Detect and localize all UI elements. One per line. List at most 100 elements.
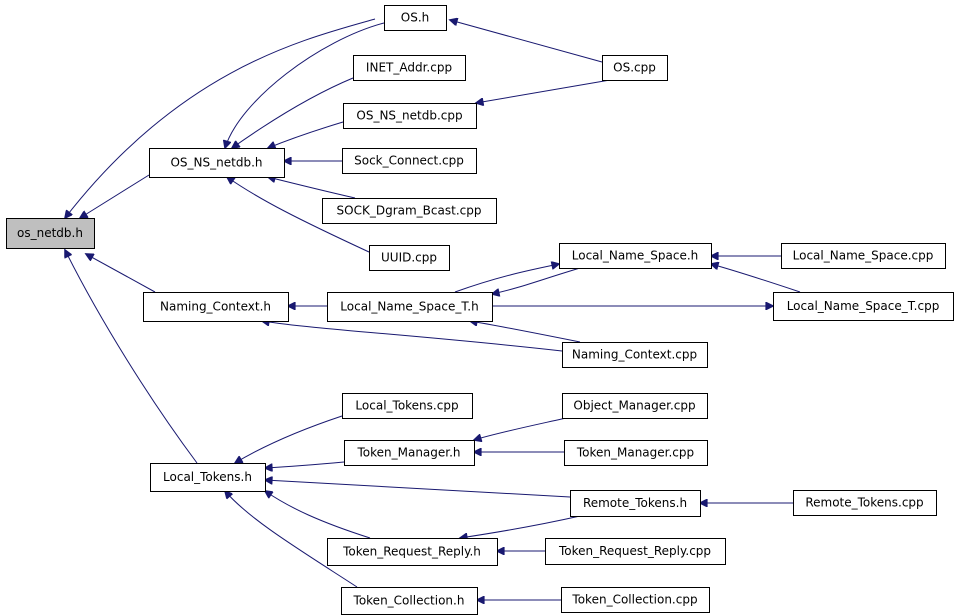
node-label: Token_Manager.h xyxy=(356,446,460,460)
node-box xyxy=(149,148,285,178)
node-label: UUID.cpp xyxy=(381,251,437,265)
node-box xyxy=(773,292,954,321)
node-label: Object_Manager.cpp xyxy=(573,399,695,413)
edge-OS_NS_netdb_h-to-os_netdb_h xyxy=(80,174,150,218)
node-OS_cpp[interactable]: OS.cpp xyxy=(602,55,668,81)
edge-OS_NS_netdb_cpp-to-OS_NS_netdb_h xyxy=(268,121,344,148)
node-os_netdb_h[interactable]: os_netdb.h xyxy=(6,218,95,249)
node-box xyxy=(602,55,668,81)
node-label: Remote_Tokens.cpp xyxy=(805,496,923,510)
node-Token_Request_Reply_cpp[interactable]: Token_Request_Reply.cpp xyxy=(545,538,726,565)
node-box xyxy=(559,243,712,269)
node-box xyxy=(341,587,478,615)
edge-UUID_cpp-to-OS_NS_netdb_h xyxy=(227,177,370,253)
node-box xyxy=(150,463,266,492)
node-label: Local_Name_Space.cpp xyxy=(793,249,934,263)
node-Object_Manager_cpp[interactable]: Object_Manager.cpp xyxy=(562,393,708,419)
node-box xyxy=(353,55,466,81)
node-label: Local_Tokens.h xyxy=(163,470,252,484)
edge-Naming_Context_cpp-to-Local_Name_Space_T_h xyxy=(470,321,581,343)
node-Token_Collection_cpp[interactable]: Token_Collection.cpp xyxy=(561,587,710,613)
edge-Remote_Tokens_h-to-Local_Tokens_h xyxy=(265,480,571,498)
edges-layer xyxy=(65,18,801,600)
node-label: INET_Addr.cpp xyxy=(366,61,452,75)
edge-Token_Manager_h-to-Local_Tokens_h xyxy=(265,461,345,468)
node-label: Token_Collection.h xyxy=(353,594,465,608)
node-OS_NS_netdb_cpp[interactable]: OS_NS_netdb.cpp xyxy=(343,103,477,129)
node-SOCK_Dgram_Bcast_cpp[interactable]: SOCK_Dgram_Bcast.cpp xyxy=(322,198,497,224)
edge-SOCK_Dgram_Bcast_cpp-to-OS_NS_netdb_h xyxy=(268,177,356,199)
node-OS_NS_netdb_h[interactable]: OS_NS_netdb.h xyxy=(149,148,285,178)
node-box xyxy=(327,538,498,566)
node-label: Local_Tokens.cpp xyxy=(355,399,458,413)
node-box xyxy=(327,292,493,322)
node-Local_Name_Space_cpp[interactable]: Local_Name_Space.cpp xyxy=(781,243,946,269)
node-label: Local_Name_Space_T.h xyxy=(340,300,478,314)
node-box xyxy=(562,342,708,368)
edge-Token_Request_Reply_h-to-Local_Tokens_h xyxy=(265,491,371,539)
edge-OS_h-to-os_netdb_h xyxy=(65,18,376,218)
edge-Local_Tokens_cpp-to-Local_Tokens_h xyxy=(235,415,343,463)
node-Local_Name_Space_T_h[interactable]: Local_Name_Space_T.h xyxy=(327,292,493,322)
edge-Remote_Tokens_h-to-Token_Request_Reply_h xyxy=(460,515,581,538)
edge-INET_Addr_cpp-to-OS_NS_netdb_h xyxy=(232,77,354,148)
node-box xyxy=(562,393,708,419)
edge-Local_Name_Space_T_h-to-Local_Name_Space_h xyxy=(454,264,559,293)
node-Sock_Connect_cpp[interactable]: Sock_Connect.cpp xyxy=(342,148,477,174)
node-label: OS.h xyxy=(401,11,429,25)
edge-Local_Name_Space_T_cpp-to-Local_Name_Space_h xyxy=(711,264,801,293)
node-label: OS_NS_netdb.cpp xyxy=(356,109,462,123)
node-box xyxy=(342,393,473,419)
node-Local_Name_Space_T_cpp[interactable]: Local_Name_Space_T.cpp xyxy=(773,292,954,321)
node-label: Token_Request_Reply.cpp xyxy=(558,544,711,558)
edge-Local_Tokens_h-to-os_netdb_h xyxy=(65,250,198,464)
node-label: Naming_Context.h xyxy=(160,300,271,314)
node-label: SOCK_Dgram_Bcast.cpp xyxy=(337,204,482,218)
node-box xyxy=(143,292,289,322)
node-box xyxy=(369,245,450,271)
node-label: Local_Name_Space.h xyxy=(572,249,699,263)
edge-Object_Manager_cpp-to-Token_Manager_h xyxy=(474,415,576,440)
node-box xyxy=(793,490,937,516)
node-Remote_Tokens_h[interactable]: Remote_Tokens.h xyxy=(570,490,701,517)
node-OS_h[interactable]: OS.h xyxy=(384,5,447,31)
node-Token_Manager_h[interactable]: Token_Manager.h xyxy=(344,440,475,466)
node-box xyxy=(564,440,708,466)
node-Token_Request_Reply_h[interactable]: Token_Request_Reply.h xyxy=(327,538,498,566)
node-Remote_Tokens_cpp[interactable]: Remote_Tokens.cpp xyxy=(793,490,937,516)
node-box xyxy=(343,103,477,129)
node-Local_Tokens_cpp[interactable]: Local_Tokens.cpp xyxy=(342,393,473,419)
node-Local_Name_Space_h[interactable]: Local_Name_Space.h xyxy=(559,243,712,269)
node-box xyxy=(322,198,497,224)
node-label: Token_Request_Reply.h xyxy=(342,545,481,559)
node-box xyxy=(561,587,710,613)
node-label: Remote_Tokens.h xyxy=(583,496,687,510)
edge-Token_Collection_h-to-Local_Tokens_h xyxy=(225,491,358,588)
node-Naming_Context_h[interactable]: Naming_Context.h xyxy=(143,292,289,322)
node-Local_Tokens_h[interactable]: Local_Tokens.h xyxy=(150,463,266,492)
node-Token_Collection_h[interactable]: Token_Collection.h xyxy=(341,587,478,615)
edge-Naming_Context_cpp-to-Naming_Context_h xyxy=(262,321,563,352)
edge-OS_NS_netdb_cpp-to-OS_cpp xyxy=(476,79,611,103)
node-label: Naming_Context.cpp xyxy=(572,348,697,362)
node-Token_Manager_cpp[interactable]: Token_Manager.cpp xyxy=(564,440,708,466)
node-UUID_cpp[interactable]: UUID.cpp xyxy=(369,245,450,271)
edge-Naming_Context_h-to-os_netdb_h xyxy=(86,254,156,293)
node-label: OS.cpp xyxy=(613,61,656,75)
node-box xyxy=(781,243,946,269)
node-label: Token_Collection.cpp xyxy=(571,593,697,607)
node-box xyxy=(384,5,447,31)
node-INET_Addr_cpp[interactable]: INET_Addr.cpp xyxy=(353,55,466,81)
node-box xyxy=(6,218,95,249)
node-box xyxy=(570,490,701,517)
node-box xyxy=(342,148,477,174)
edge-OS_cpp-to-OS_h xyxy=(450,20,603,63)
node-box xyxy=(344,440,475,466)
node-label: Token_Manager.cpp xyxy=(576,446,694,460)
node-label: OS_NS_netdb.h xyxy=(170,156,262,170)
edge-Local_Name_Space_h-to-Local_Name_Space_T_h xyxy=(492,267,581,294)
node-Naming_Context_cpp[interactable]: Naming_Context.cpp xyxy=(562,342,708,368)
edge-OS_h-to-OS_NS_netdb_h xyxy=(225,22,385,148)
nodes-layer: os_netdb.h OS.hINET_Addr.cppOS_NS_netdb.c… xyxy=(6,5,954,615)
